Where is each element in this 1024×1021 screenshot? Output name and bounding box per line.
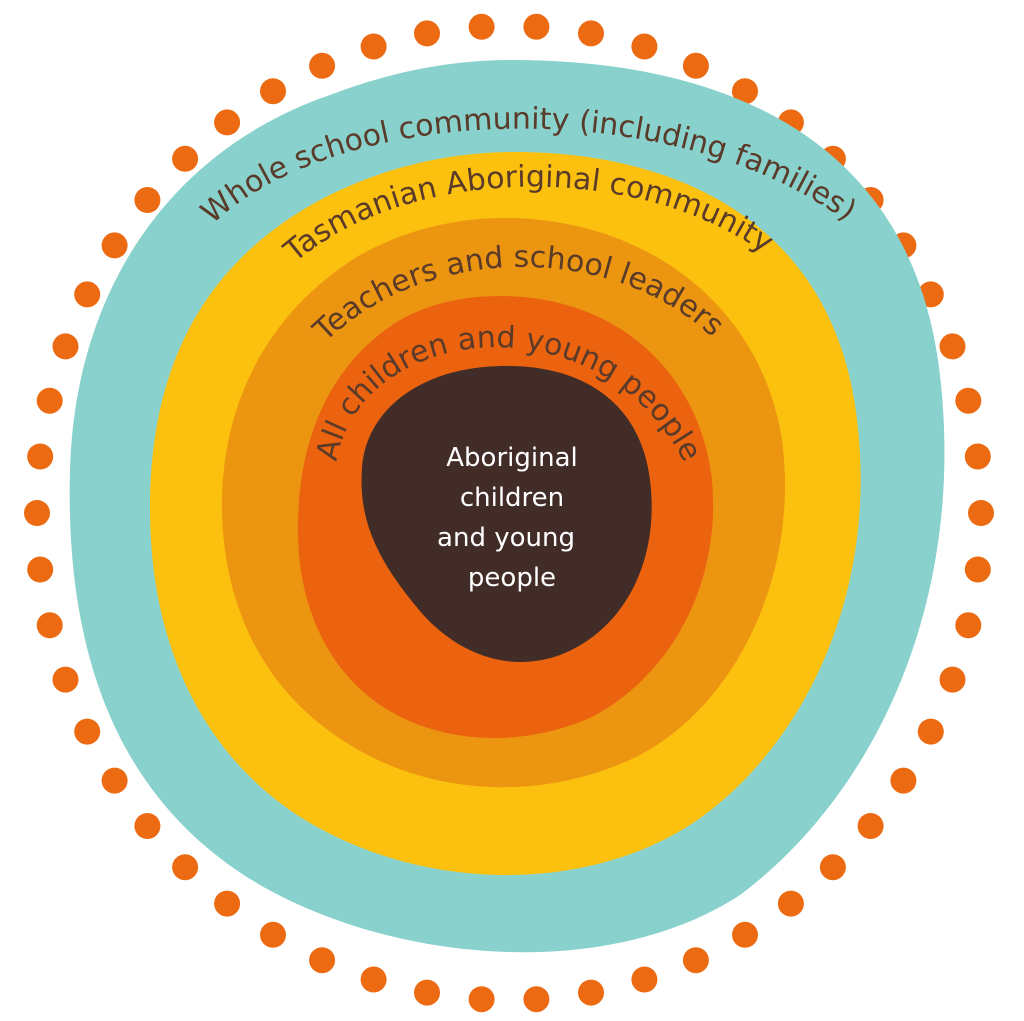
decorative-dot [74,281,101,308]
decorative-dot [36,612,63,639]
decorative-dot [260,921,286,948]
core-aboriginal-children [361,365,652,662]
decorative-dot [52,666,79,693]
decorative-dot [52,333,79,360]
decorative-dot [682,947,709,974]
decorative-dot [964,556,991,583]
dot-ring [24,13,994,1013]
decorative-dot [857,813,884,839]
core-label-line-4: people [468,563,556,593]
core-label-line-2: children [460,483,564,513]
decorative-dot [134,187,161,213]
decorative-dot [523,986,550,1013]
decorative-dot [172,145,199,172]
core-label-line-3: and young [437,523,575,553]
decorative-dot [682,52,709,79]
decorative-dot [732,78,758,105]
decorative-dot [939,666,966,693]
decorative-dot [414,20,440,47]
decorative-dot [27,556,54,583]
decorative-dot [74,718,101,745]
decorative-dot [631,33,658,60]
decorative-dot [24,500,50,526]
decorative-dot [631,966,658,993]
core-label-line-1: Aboriginal [446,443,577,473]
decorative-dot [819,854,846,881]
decorative-dot [939,333,966,360]
decorative-dot [968,500,994,526]
decorative-dot [468,13,495,40]
decorative-dot [414,979,440,1006]
decorative-dot [134,813,161,839]
decorative-dot [360,966,387,993]
decorative-dot [214,890,241,917]
decorative-dot [27,443,54,470]
decorative-dot [578,979,604,1006]
decorative-dot [214,109,241,136]
decorative-dot [955,612,982,639]
decorative-dot [523,13,550,40]
decorative-dot [578,20,604,47]
decorative-dot [732,921,758,948]
decorative-dot [101,767,128,794]
decorative-dot [468,986,495,1013]
decorative-dot [309,52,336,79]
decorative-dot [101,232,128,259]
decorative-dot [955,387,982,414]
decorative-dot [360,33,387,60]
decorative-dot [36,387,63,414]
decorative-dot [964,443,991,470]
decorative-dot [260,78,286,105]
decorative-dot [917,718,944,745]
decorative-dot [777,890,804,917]
decorative-dot [172,854,199,881]
decorative-dot [890,767,917,794]
decorative-dot [309,947,336,974]
